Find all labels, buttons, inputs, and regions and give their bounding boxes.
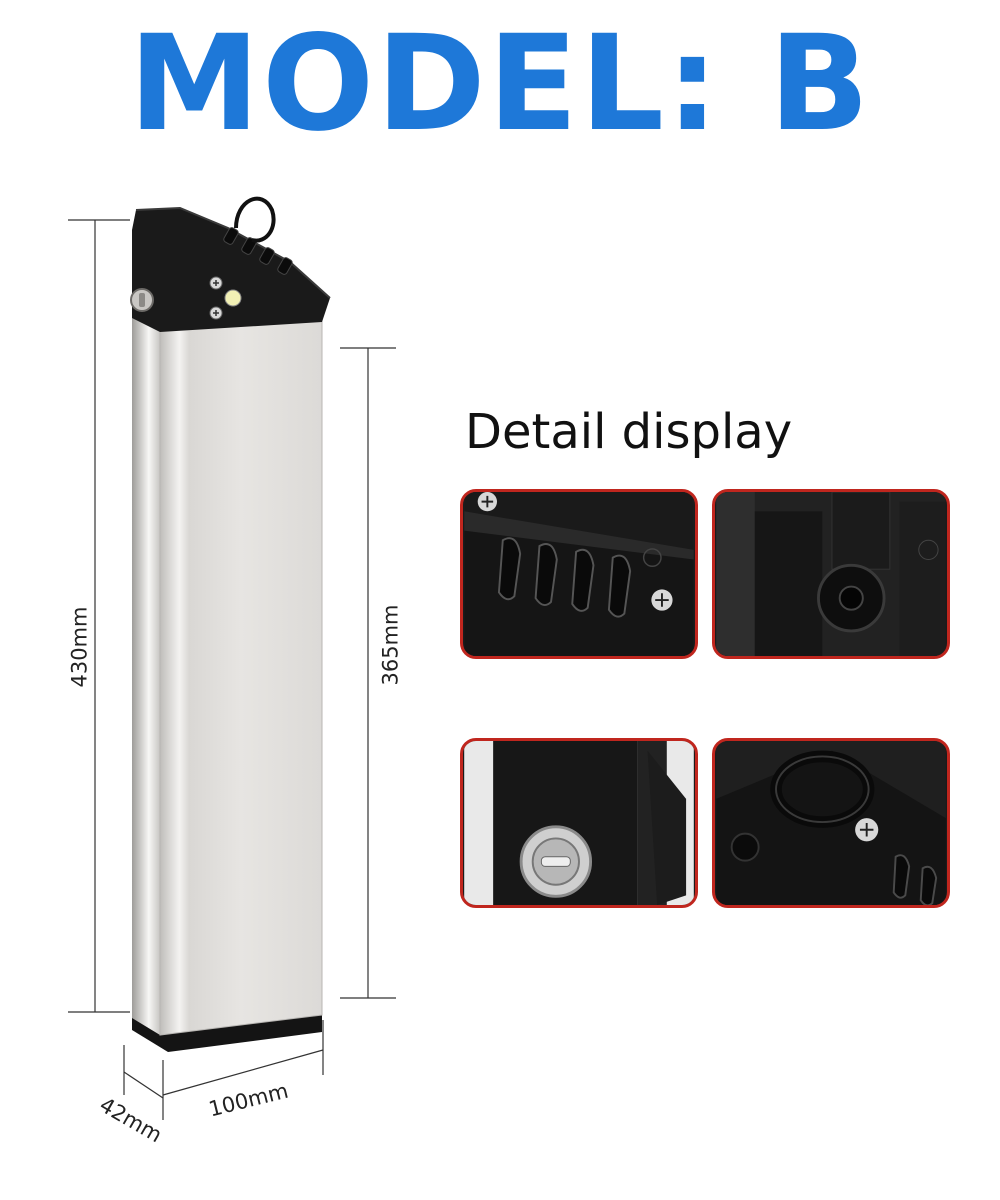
dimension-line-depth [123, 1045, 164, 1099]
detail-panel-side-socket [712, 489, 950, 659]
dimension-line-total-length [68, 219, 130, 1013]
handle-ring-image [716, 741, 946, 905]
detail-heading: Detail display [465, 404, 793, 460]
dimension-label-total-length: 430mm [67, 606, 92, 688]
dimension-line-body-length [340, 347, 396, 999]
battery-body [130, 196, 331, 1052]
page-title: MODEL: B [128, 7, 872, 161]
dimension-line-width [162, 1020, 324, 1120]
key-lock-image [464, 741, 694, 905]
connector-pins-image [464, 492, 694, 656]
detail-panel-handle-ring [712, 738, 950, 908]
side-socket-image [716, 492, 946, 656]
dimension-label-body-length: 365mm [378, 604, 403, 686]
detail-panel-key-lock [460, 738, 698, 908]
detail-panel-connector-pins [460, 489, 698, 659]
